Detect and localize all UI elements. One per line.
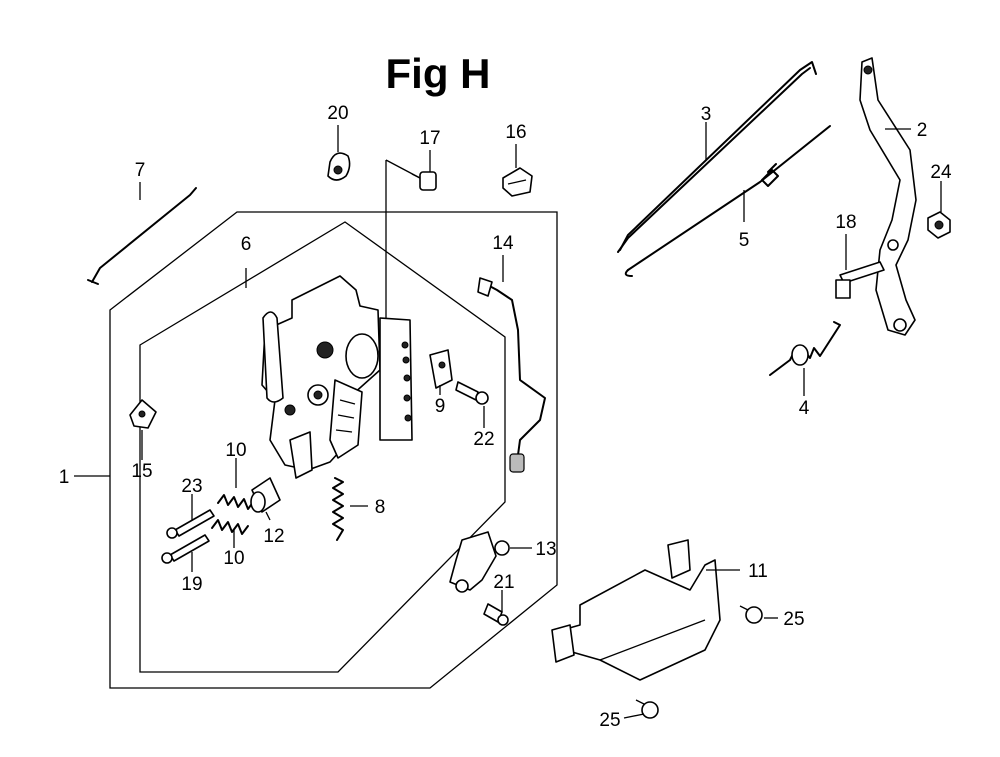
callout-14: 14 (492, 233, 514, 254)
part-25-bolt-lower (635, 699, 659, 719)
callout-7: 7 (135, 160, 146, 181)
callout-13: 13 (535, 539, 556, 560)
callout-22: 22 (473, 429, 494, 450)
callout-4: 4 (799, 398, 810, 419)
part-14-link-rod (477, 277, 546, 473)
callout-3: 3 (701, 104, 712, 125)
callout-labels: 1 2 3 4 5 6 7 8 9 10 10 11 12 13 14 15 1… (59, 103, 952, 731)
callout-12: 12 (263, 526, 284, 547)
part-4-spring (769, 321, 841, 376)
callout-21: 21 (493, 572, 514, 593)
callout-8: 8 (375, 497, 386, 518)
figure-title: Fig H (386, 50, 491, 97)
part-17-bolt (411, 171, 437, 191)
callout-9: 9 (435, 396, 446, 417)
callout-24: 24 (930, 162, 952, 183)
part-22-bolt (455, 381, 489, 405)
part-21-screw (483, 603, 509, 626)
callout-25-upper: 25 (783, 609, 804, 630)
part-23-screw (166, 509, 215, 539)
callout-15: 15 (131, 461, 152, 482)
callout-20: 20 (327, 103, 348, 124)
callout-23: 23 (181, 476, 202, 497)
callout-11: 11 (748, 561, 768, 582)
part-25-bolt-upper (739, 605, 763, 624)
part-20-clip (327, 152, 351, 181)
part-5-spring-rod (624, 125, 831, 277)
callout-17: 17 (419, 128, 440, 149)
part-2-lever (859, 57, 917, 336)
callout-10-upper: 10 (225, 440, 246, 461)
part-18-bolt (835, 261, 885, 299)
leader-lines (74, 122, 942, 719)
callout-1: 1 (59, 467, 70, 488)
part-15-clip (129, 399, 157, 429)
part-24-nut (927, 211, 951, 239)
part-13-switch (449, 531, 510, 593)
callout-10-lower: 10 (223, 548, 244, 569)
callout-5: 5 (739, 230, 750, 251)
assembly-outline (109, 211, 558, 689)
part-8-spring (332, 477, 344, 541)
callout-6: 6 (241, 234, 252, 255)
callout-19: 19 (181, 574, 202, 595)
callout-18: 18 (835, 212, 856, 233)
callout-2: 2 (917, 120, 928, 141)
part-11-cover (551, 539, 721, 681)
part-10-spring-upper (217, 494, 255, 510)
part-19-screw (161, 534, 210, 564)
callout-25-lower: 25 (599, 710, 620, 731)
governor-plate-assembly (261, 275, 413, 479)
part-16-clamp (502, 167, 533, 197)
part-10-spring-lower (211, 519, 249, 535)
part-7-rod (87, 187, 197, 285)
part-3-rod (617, 61, 817, 253)
subassembly-outline (139, 221, 506, 673)
callout-16: 16 (505, 122, 526, 143)
part-9-clip (429, 349, 453, 389)
part-12-collar (250, 477, 281, 513)
